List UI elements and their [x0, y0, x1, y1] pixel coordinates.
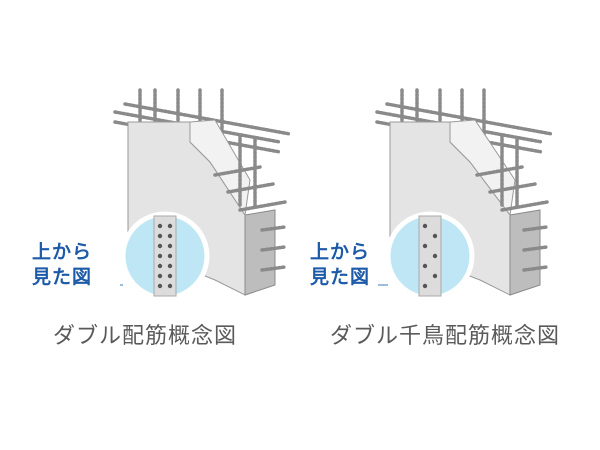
rebar-stub [238, 200, 287, 212]
magnifier-wall-section [153, 215, 177, 297]
callout-line-2: 見た図 [32, 266, 93, 288]
rebar-horizontal [385, 102, 554, 136]
rebar-grid-front [213, 133, 287, 272]
rebar-dot [157, 273, 163, 279]
rebar-stub [226, 182, 275, 194]
rebar-dot [157, 253, 163, 259]
rebar-dot [157, 263, 163, 269]
rebar-cross-section [422, 223, 438, 289]
rebar-dot [157, 243, 163, 249]
rebar-cross-section [157, 223, 173, 289]
rebar-stub [260, 225, 287, 232]
rebar-dot [432, 273, 438, 279]
concrete-wall-side [509, 209, 541, 296]
callout-label: 上から 見た図 [32, 240, 92, 290]
rebar-stub [260, 265, 287, 272]
callout-label: 上から 見た図 [310, 240, 370, 290]
rebar-grid-front [475, 133, 549, 272]
rebar-dot [167, 223, 173, 229]
rebar-dot [432, 233, 438, 239]
concrete-wall-side [244, 209, 276, 296]
rebar-dot [422, 243, 428, 249]
rebar-stub [488, 182, 537, 194]
rebar-dot [167, 273, 173, 279]
rebar-horizontal [123, 102, 292, 136]
rebar-stub [475, 165, 524, 177]
rebar-dot [422, 263, 428, 269]
rebar-stub [522, 245, 549, 252]
rebar-dot [157, 283, 163, 289]
caption-double-rebar: ダブル配筋概念図 [52, 324, 237, 349]
rebar-dot [167, 253, 173, 259]
magnifier-wall-section [418, 215, 442, 297]
rebar-stub [213, 165, 262, 177]
rebar-dot [157, 223, 163, 229]
caption-double-staggered-rebar: ダブル千鳥配筋概念図 [329, 324, 560, 349]
rebar-dot [167, 243, 173, 249]
panel-double-staggered-rebar: 上から 見た図 ダブル千鳥配筋概念図 [300, 80, 590, 370]
double-rebar-illustration [113, 88, 292, 301]
rebar-stub [500, 200, 549, 212]
rebar-stub [522, 225, 549, 232]
rebar-stub [260, 245, 287, 252]
rebar-dot [167, 263, 173, 269]
rebar-dot [422, 283, 428, 289]
rebar-dot [167, 233, 173, 239]
panel-double-rebar: 上から 見た図 ダブル配筋概念図 [0, 80, 292, 370]
double-staggered-rebar-illustration [375, 88, 554, 301]
rebar-dot [157, 233, 163, 239]
callout-line-1: 上から [32, 241, 93, 263]
callout-line-2: 見た図 [310, 266, 371, 288]
rebar-dot [432, 253, 438, 259]
rebar-dot [167, 283, 173, 289]
rebar-stub [522, 265, 549, 272]
callout-line-1: 上から [310, 241, 371, 263]
rebar-dot [422, 223, 428, 229]
